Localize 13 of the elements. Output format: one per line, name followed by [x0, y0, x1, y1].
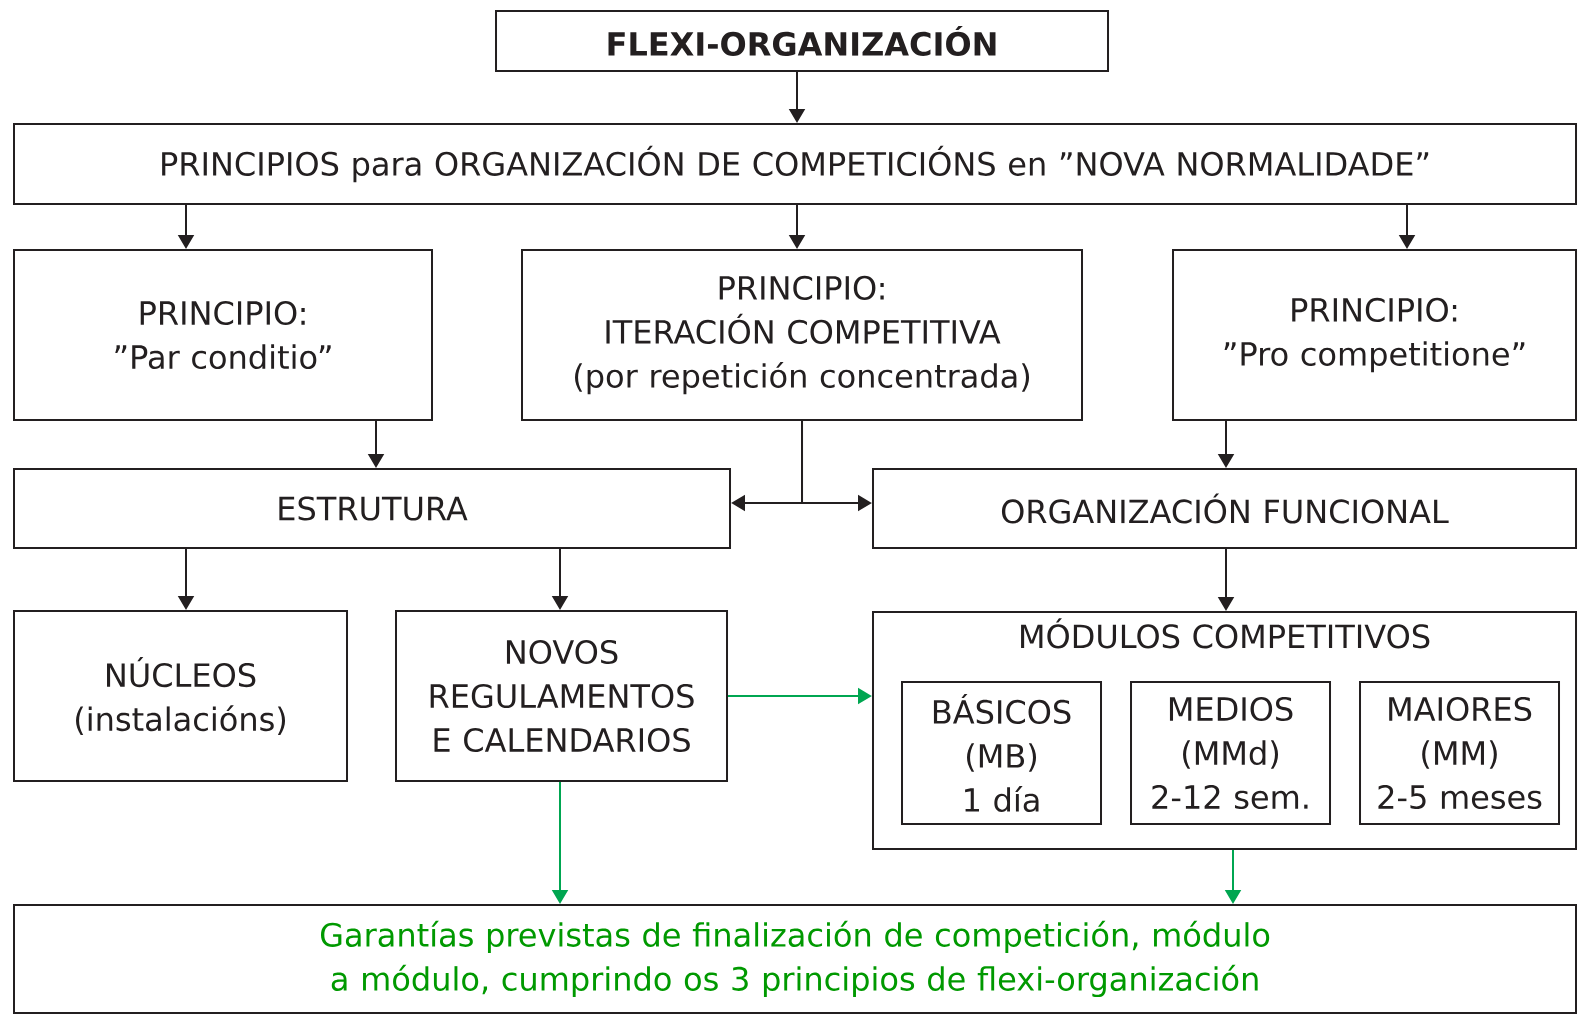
process-box: ORGANIZACIÓN FUNCIONAL — [872, 468, 1577, 549]
process-box: MAIORES (MM) 2-5 meses — [1359, 681, 1560, 825]
process-box: BÁSICOS (MB) 1 día — [901, 681, 1102, 825]
process-box: PRINCIPIO: ”Par conditio” — [13, 249, 433, 421]
process-box: PRINCIPIO: ITERACIÓN COMPETITIVA (por repetición concentrada) — [521, 249, 1083, 421]
process-box: NÚCLEOS (instalacións) — [13, 610, 348, 782]
process-box: MEDIOS (MMd) 2-12 sem. — [1130, 681, 1331, 825]
result-box: Garantías previstas de finalización de competición, módulo a módulo, cumprindo os 3 principios de flexi-organización — [13, 904, 1577, 1014]
title-box: FLEXI-ORGANIZACIÓN — [495, 10, 1109, 72]
process-box: ESTRUTURA — [13, 468, 731, 549]
process-box: NOVOS REGULAMENTOS E CALENDARIOS — [395, 610, 728, 782]
process-box: PRINCIPIOS para ORGANIZACIÓN DE COMPETICIÓNS en ”NOVA NORMALIDADE” — [13, 123, 1577, 205]
process-box: PRINCIPIO: ”Pro competitione” — [1172, 249, 1577, 421]
